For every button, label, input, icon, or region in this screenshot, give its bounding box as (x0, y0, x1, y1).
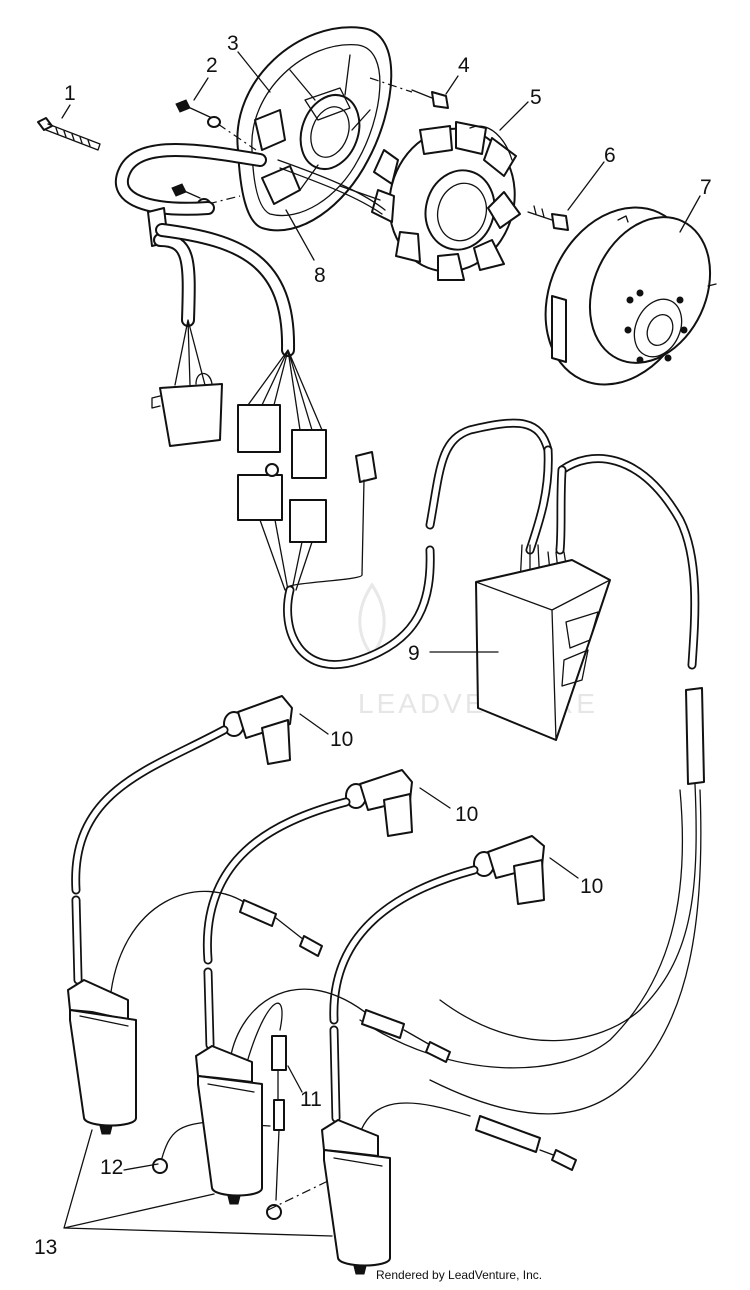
primary-leads (109, 890, 577, 1171)
part-2-screws (171, 99, 257, 210)
part-10-plug-cap-c (473, 835, 579, 905)
part-4-screw (369, 77, 449, 109)
callout-11: 11 (300, 1088, 322, 1111)
callout-13: 13 (34, 1236, 57, 1259)
callout-10-a: 10 (330, 728, 353, 751)
stator-lead (277, 159, 386, 215)
callout-10-c: 10 (580, 875, 603, 898)
part-13-ignition-coil-a (67, 979, 137, 1135)
callout-9: 9 (408, 642, 420, 665)
part-9-cdi-box (475, 544, 611, 741)
stator-plate (236, 26, 393, 232)
part-10-plug-cap-a (223, 695, 329, 765)
callout-numbers: 1 2 3 4 5 6 7 8 9 10 10 10 11 12 13 (34, 32, 712, 1259)
wiring-harness (114, 143, 700, 670)
part-13-ignition-coil-b (195, 1045, 263, 1205)
part-11-ground-lead (239, 1002, 287, 1220)
callout-12: 12 (100, 1156, 123, 1179)
part-10-plug-cap-b (345, 769, 451, 837)
callout-8: 8 (314, 264, 326, 287)
part-1-cable-tie (37, 117, 101, 151)
callout-5: 5 (530, 86, 542, 109)
callout-3: 3 (227, 32, 239, 55)
footer-credit: Rendered by LeadVenture, Inc. (376, 1268, 543, 1282)
part-5-stator-coils (339, 121, 521, 281)
part-6-screw (527, 205, 569, 231)
high-tension-leads (71, 725, 479, 1123)
callout-6: 6 (604, 144, 616, 167)
callout-7: 7 (700, 176, 712, 199)
leader-lines (61, 51, 701, 1237)
part-7-flywheel (544, 206, 717, 386)
callout-1: 1 (64, 82, 76, 105)
callout-2: 2 (206, 54, 218, 77)
callout-4: 4 (458, 54, 470, 77)
callout-10-b: 10 (455, 803, 478, 826)
part-13-ignition-coil-c (321, 1119, 391, 1275)
